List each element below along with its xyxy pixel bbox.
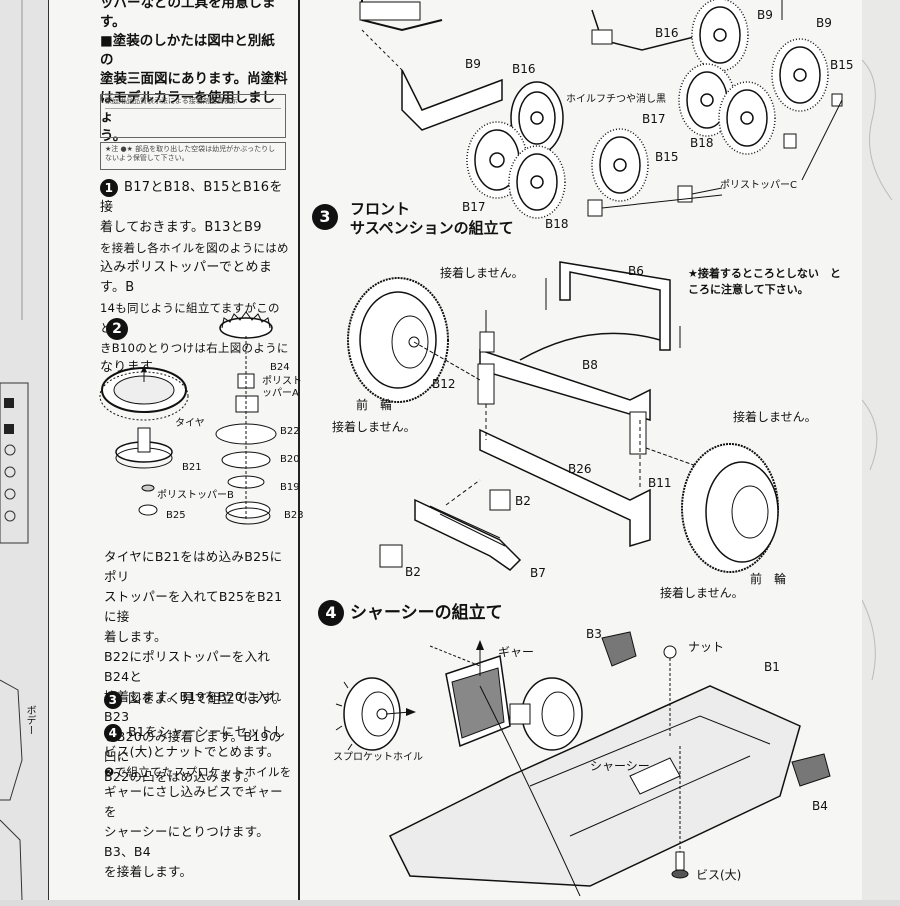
right-margin-drawing (862, 59, 893, 681)
right-margin (862, 0, 900, 900)
label-poly-a: ポリストッパーA (262, 376, 302, 399)
label-b9-a: B9 (465, 57, 481, 71)
front-wheel-left (347, 277, 449, 403)
caution-note: ★接着するところとしない ところに注意して下さい。 (688, 267, 841, 296)
wheel-b16-right (691, 0, 749, 72)
label-b3: B3 (586, 627, 602, 641)
label-b24: B24 (270, 362, 290, 373)
column-divider (298, 0, 300, 900)
label-no-glue-1: 接着しません。 (440, 266, 524, 280)
label-b2-b: B2 (405, 565, 421, 579)
label-front-wheel-left: 前 輪 (356, 398, 393, 412)
label-no-glue-3: 接着しません。 (733, 410, 817, 424)
label-b23: B23 (284, 510, 304, 521)
label-no-glue-4: 接着しません。 (660, 586, 744, 600)
front-wheel-right (681, 443, 779, 573)
label-b16-a: B16 (512, 62, 536, 76)
label-b4: B4 (812, 799, 828, 813)
label-b21: B21 (182, 462, 202, 473)
label-b11: B11 (648, 476, 672, 490)
label-b18-a: B18 (690, 136, 714, 150)
step2-number: 2 (106, 318, 134, 340)
label-sprocket-wheel: スプロケットホイル (333, 752, 423, 763)
label-b9-c: B9 (816, 16, 832, 30)
rear-wheel-diagram (359, 0, 843, 219)
label-gear: ギャー (498, 645, 535, 659)
label-b20: B20 (280, 454, 300, 465)
label-poly-c: ポリストッパーC (720, 180, 797, 191)
wheel-b15-right (771, 38, 829, 112)
label-wheel-rim-note: ホイルフチつや消し黒 (566, 94, 666, 105)
label-b16-b: B16 (655, 26, 679, 40)
label-poly-b: ポリストッパーB (157, 490, 234, 501)
safety-note: ★注 ●★ 部品を取り出した空袋は幼児がかぶったりしないよう保管して下さい。 (100, 142, 286, 170)
label-b19: B19 (280, 482, 300, 493)
label-chassis: シャーシー (590, 759, 650, 773)
label-b12: B12 (432, 377, 456, 391)
label-b15-a: B15 (830, 58, 854, 72)
label-b6: B6 (628, 264, 644, 278)
previous-page-drawing (0, 0, 29, 900)
front-suspension-diagram (347, 261, 779, 573)
label-b17-a: B17 (642, 112, 666, 126)
label-b25: B25 (166, 510, 186, 521)
label-b22: B22 (280, 426, 300, 437)
wheel-b18-right (718, 81, 776, 155)
adhesive-quality-note: 家庭用品品質表示法による接着剤品質表示 (100, 94, 286, 138)
label-b2-a: B2 (515, 494, 531, 508)
wheel-b16-left (510, 81, 564, 155)
label-b18-b: B18 (545, 217, 569, 231)
wheel-b15-mid (591, 128, 649, 202)
label-screw-large: ビス(大) (696, 868, 742, 882)
label-tire: タイヤ (175, 418, 205, 429)
label-b9-b: B9 (757, 8, 773, 22)
label-b15-b: B15 (655, 150, 679, 164)
sprocket-wheel (335, 677, 401, 751)
wheel-b18-left (508, 145, 566, 219)
label-b26: B26 (568, 462, 592, 476)
label-b1: B1 (764, 660, 780, 674)
label-b7: B7 (530, 566, 546, 580)
step1-number: 1 (100, 178, 118, 197)
step2-text: タイヤにB21をはめ込みB25にポリ ストッパーを入れてB25をB21に接 着し… (104, 549, 283, 784)
label-front-wheel-right: 前 輪 (750, 572, 787, 586)
label-nut: ナット (688, 640, 725, 654)
label-b17-b: B17 (462, 200, 486, 214)
figure-2-tire-assembly (99, 311, 277, 525)
body-label: ボデー (24, 705, 35, 735)
chassis-assembly-diagram (335, 631, 831, 897)
label-b8: B8 (582, 358, 598, 372)
label-no-glue-2: 接着しません。 (332, 420, 416, 434)
